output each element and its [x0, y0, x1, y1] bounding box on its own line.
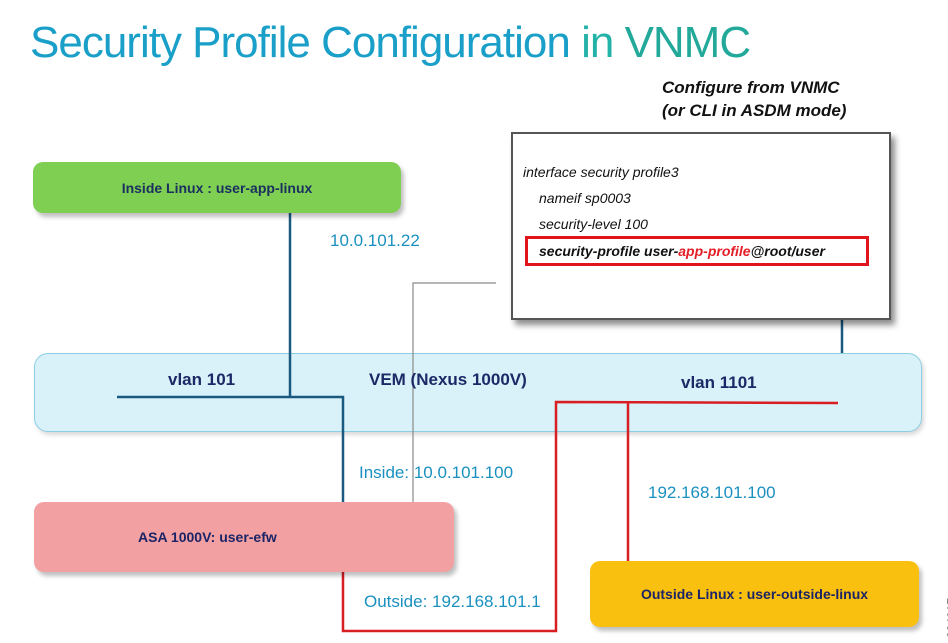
title-part-3: VNMC — [624, 18, 752, 67]
asa-inside-ip: 10.0.101.100 — [413, 463, 514, 482]
cli-line-4: security-profile user-app-profile@root/u… — [539, 243, 825, 259]
inside-linux-node: Inside Linux : user-app-linux — [33, 162, 401, 213]
cli-line-4-prefix: security-profile user- — [539, 243, 679, 259]
vlan-1101-label: vlan 1101 — [681, 373, 757, 392]
asa-label: ASA 1000V: user-efw — [138, 529, 277, 545]
vlan-101-label: vlan 101 — [168, 370, 236, 389]
title-part-2: in — [581, 18, 614, 67]
vlan101-link-line — [117, 395, 345, 502]
config-note: Configure from VNMC (or CLI in ASDM mode… — [662, 76, 846, 122]
asa-inside-address: Inside: 10.0.101.100 — [359, 463, 513, 483]
inside-linux-label: Inside Linux : user-app-linux — [121, 179, 313, 196]
config-note-line-1: Configure from VNMC — [662, 78, 840, 97]
cli-line-4-highlight: app-profile — [678, 243, 751, 259]
cli-line-1: interface security profile3 — [523, 164, 679, 180]
cli-config-box: interface security profile3 nameif sp000… — [511, 132, 891, 320]
vem-band — [34, 353, 922, 432]
outside-linux-label: Outside Linux : user-outside-linux — [640, 586, 869, 602]
page-title: Security Profile Configuration in VNMC — [30, 18, 752, 68]
cli-pointer-line — [412, 282, 496, 536]
title-part-1: Security Profile Configuration — [30, 18, 571, 67]
outside-linux-node: Outside Linux : user-outside-linux — [590, 561, 919, 627]
cli-highlight-box — [525, 236, 869, 266]
config-note-line-2: (or CLI in ASDM mode) — [662, 101, 847, 120]
outside-link-line — [341, 400, 839, 633]
asa-node: ASA 1000V: user-efw — [34, 502, 454, 572]
outside-host-ip: 192.168.101.100 — [648, 483, 776, 502]
inside-host-ip: 10.0.101.22 — [330, 231, 420, 250]
vem-label: VEM (Nexus 1000V) — [369, 370, 527, 389]
cli-line-4-suffix: @root/user — [750, 243, 825, 259]
asa-inside-label: Inside: — [359, 463, 410, 482]
asa-outside-label: Outside: — [364, 592, 428, 611]
cli-line-2: nameif sp0003 — [539, 190, 631, 206]
asa-outside-ip: 192.168.101.1 — [432, 592, 541, 611]
cli-line-3: security-level 100 — [539, 216, 648, 232]
asa-outside-address: Outside: 192.168.101.1 — [364, 592, 541, 612]
